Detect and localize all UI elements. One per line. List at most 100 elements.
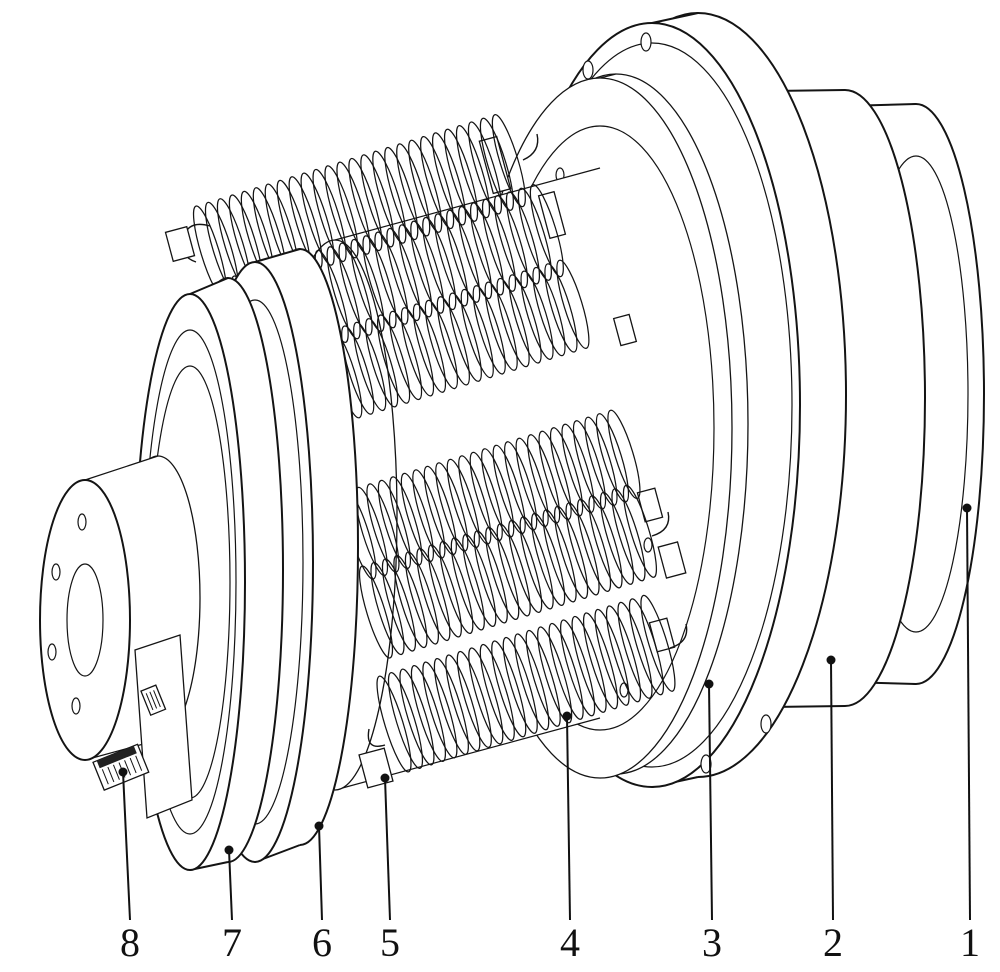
coil-loop (508, 274, 542, 364)
coil-loop (491, 114, 526, 208)
bolt-hole (47, 643, 57, 661)
coil-loop (462, 533, 497, 628)
callout-line (708, 683, 713, 921)
callout-label: 4 (560, 920, 580, 965)
coil-loop (434, 213, 469, 307)
bolt-hole (640, 32, 652, 52)
coil-loop (565, 502, 600, 596)
coil-loop (496, 277, 530, 368)
coil-loop (324, 165, 359, 259)
coil-loop (458, 205, 493, 300)
coil-loop (460, 288, 494, 379)
callout-1: 1 (960, 503, 980, 965)
coil-loop (517, 187, 552, 281)
coil-loop (617, 601, 653, 699)
bolt-hole (760, 714, 772, 734)
callout-label: 2 (823, 920, 843, 965)
coil-loop (571, 615, 607, 713)
callout-line (966, 507, 971, 921)
coil-loop (353, 321, 387, 412)
callout-label: 5 (380, 920, 400, 965)
coil-loop (336, 161, 371, 255)
spring-seat-brackets (164, 225, 687, 789)
callout-line (318, 825, 323, 921)
callout-6: 6 (312, 821, 332, 965)
coil-loop (537, 626, 573, 724)
coil-loop (365, 318, 399, 408)
coil-loop (544, 263, 578, 353)
coil-loop (341, 325, 375, 415)
coil-loop (455, 124, 491, 219)
coil-loop (427, 544, 462, 638)
connector-block (92, 743, 150, 791)
coil-loop (556, 259, 590, 349)
coil-loop (393, 554, 428, 649)
coil-spring (358, 484, 658, 659)
bolt-hole (51, 563, 61, 581)
coil-spring (376, 594, 676, 773)
callout-label: 1 (960, 920, 980, 965)
coil-loop (514, 633, 550, 731)
coil-loop (384, 146, 419, 241)
coil-loop (502, 636, 538, 734)
coil-loop (605, 605, 642, 703)
coil-loop (479, 117, 514, 211)
coil-loop (468, 647, 504, 745)
callout-5: 5 (380, 773, 400, 965)
coil-loop (519, 516, 554, 610)
coil-loop (576, 498, 612, 592)
coil-loop (491, 640, 527, 738)
coil-loop (300, 172, 335, 266)
coil-loop (381, 558, 417, 652)
coil-loop (412, 303, 447, 393)
coil-loop (520, 270, 554, 360)
coil-loop (594, 608, 630, 706)
callout-line (384, 777, 391, 921)
coil-loop (424, 299, 458, 390)
coil-loop (374, 231, 409, 325)
coil-loop (582, 612, 619, 710)
coil-loop (420, 135, 455, 230)
coil-loop (312, 168, 347, 263)
callout-line (830, 659, 834, 921)
coil-loop (350, 238, 385, 333)
coil-loop (508, 519, 543, 613)
coil-loop (422, 216, 457, 311)
callout-label: 6 (312, 920, 332, 965)
coil-loop (448, 292, 482, 382)
coil-loop (431, 132, 467, 226)
coil-loop (422, 661, 458, 759)
bolt-hole (582, 60, 594, 80)
coil-loop (446, 209, 481, 303)
coil-loop (640, 594, 676, 692)
callout-dot (380, 773, 390, 783)
callout-label: 7 (222, 920, 242, 965)
coil-loop (358, 565, 394, 659)
coil-loop (553, 505, 589, 599)
coil-loop (326, 246, 361, 340)
coil-loop (599, 491, 635, 585)
coil-loop (485, 526, 520, 621)
coil-loop (386, 227, 421, 322)
coil-loop (348, 157, 383, 252)
coil-loop (529, 184, 564, 278)
coil-loop (410, 664, 447, 762)
spring-seat (164, 225, 196, 263)
bolt-hole (71, 697, 81, 715)
callout-dot (314, 821, 324, 831)
spring-bank-lower (343, 409, 676, 773)
coil-loop (388, 310, 423, 401)
callout-line (566, 715, 571, 921)
spring-anchor-tab (612, 313, 638, 347)
callout-dot (224, 845, 234, 855)
coil-loop (496, 523, 531, 617)
coil-loop (548, 622, 584, 720)
callout-label: 8 (120, 920, 140, 965)
callout-dot (826, 655, 836, 665)
coil-loop (493, 194, 529, 289)
spring-anchor-tab (478, 135, 512, 195)
coil-loop (400, 307, 435, 397)
callout-dot (962, 503, 972, 513)
bolt-hole (77, 513, 87, 531)
coil-loop (408, 139, 443, 233)
